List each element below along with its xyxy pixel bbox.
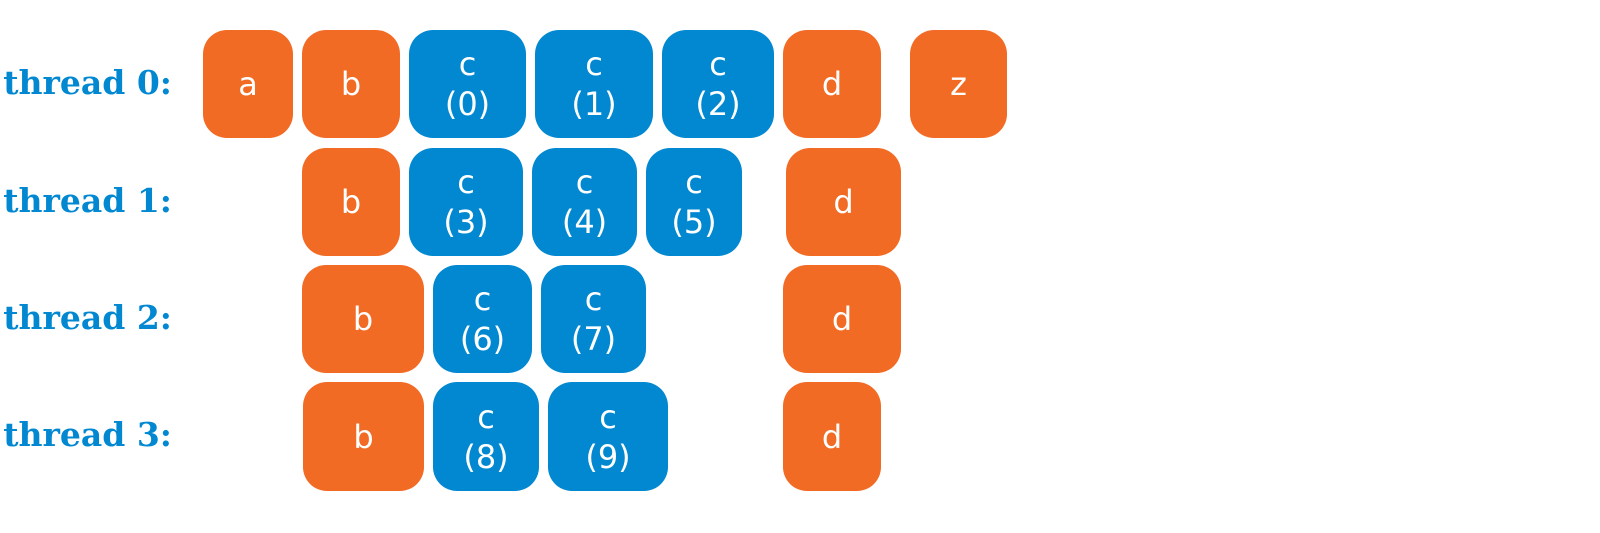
task-block: c (4): [532, 148, 637, 256]
task-block: c (0): [409, 30, 526, 138]
task-block: c (9): [548, 382, 668, 491]
task-block: c (2): [662, 30, 774, 138]
task-name: c: [473, 280, 492, 318]
task-name: c: [477, 397, 495, 436]
task-name: b: [352, 300, 374, 338]
task-index: (2): [695, 85, 741, 123]
task-name: d: [831, 300, 853, 338]
task-block: a: [203, 30, 293, 138]
thread-label-3: thread 3:: [3, 415, 172, 454]
task-block: c (7): [541, 265, 646, 373]
task-name: a: [238, 65, 258, 103]
task-name: c: [709, 45, 727, 83]
task-name: c: [457, 163, 475, 201]
task-name: b: [340, 183, 362, 221]
task-index: (0): [444, 85, 491, 123]
task-name: c: [599, 397, 617, 436]
task-index: (8): [463, 437, 509, 476]
task-block: c (1): [535, 30, 653, 138]
task-block: c (6): [433, 265, 532, 373]
task-block: b: [303, 382, 424, 491]
task-index: (6): [459, 320, 506, 358]
task-name: c: [458, 45, 477, 83]
task-block: d: [786, 148, 901, 256]
task-name: c: [575, 163, 594, 201]
thread-label-2: thread 2:: [3, 298, 172, 337]
task-name: c: [685, 163, 703, 201]
task-block: b: [302, 148, 400, 256]
task-index: (9): [585, 437, 631, 476]
thread-label-0: thread 0:: [3, 63, 172, 102]
task-index: (4): [561, 203, 608, 241]
task-index: (3): [443, 203, 489, 241]
task-name: c: [584, 280, 603, 318]
task-block: c (3): [409, 148, 523, 256]
task-name: d: [821, 417, 843, 456]
task-name: d: [821, 65, 843, 103]
task-name: d: [833, 183, 854, 221]
task-block: c (5): [646, 148, 742, 256]
task-index: (7): [570, 320, 617, 358]
task-name: b: [340, 65, 362, 103]
task-block: z: [910, 30, 1007, 138]
task-block: d: [783, 382, 881, 491]
task-block: b: [302, 30, 400, 138]
task-block: d: [783, 265, 901, 373]
task-index: (5): [671, 203, 717, 241]
task-block: d: [783, 30, 881, 138]
task-name: c: [585, 45, 603, 83]
task-name: z: [950, 65, 967, 103]
task-block: c (8): [433, 382, 539, 491]
task-name: b: [353, 417, 374, 456]
task-index: (1): [571, 85, 617, 123]
thread-label-1: thread 1:: [3, 181, 172, 220]
task-block: b: [302, 265, 424, 373]
